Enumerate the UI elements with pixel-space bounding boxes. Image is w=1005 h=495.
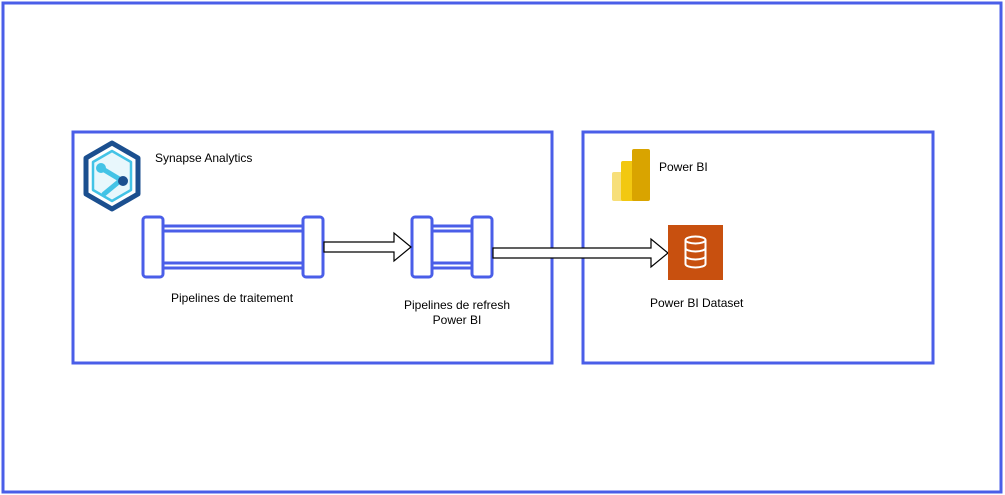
synapse-title: Synapse Analytics	[155, 151, 253, 165]
pipelines-processing-label: Pipelines de traitement	[171, 291, 294, 305]
flow-arrow-refresh-to-dataset	[492, 237, 669, 269]
powerbi-title: Power BI	[659, 160, 708, 174]
pipelines-refresh-label-line1: Pipelines de refresh	[403, 298, 511, 312]
pipelines-refresh-label-line2: Power BI	[432, 313, 482, 327]
flow-arrow-processing-to-refresh	[323, 231, 412, 263]
pipeline-processing	[141, 215, 325, 279]
pipelines-refresh-label: Pipelines de refresh Power BI	[397, 298, 517, 328]
database-icon	[668, 225, 723, 280]
pipeline-refresh	[410, 215, 494, 279]
synapse-analytics-icon	[83, 140, 141, 212]
powerbi-dataset-label: Power BI Dataset	[650, 296, 744, 310]
power-bi-icon	[612, 149, 650, 201]
